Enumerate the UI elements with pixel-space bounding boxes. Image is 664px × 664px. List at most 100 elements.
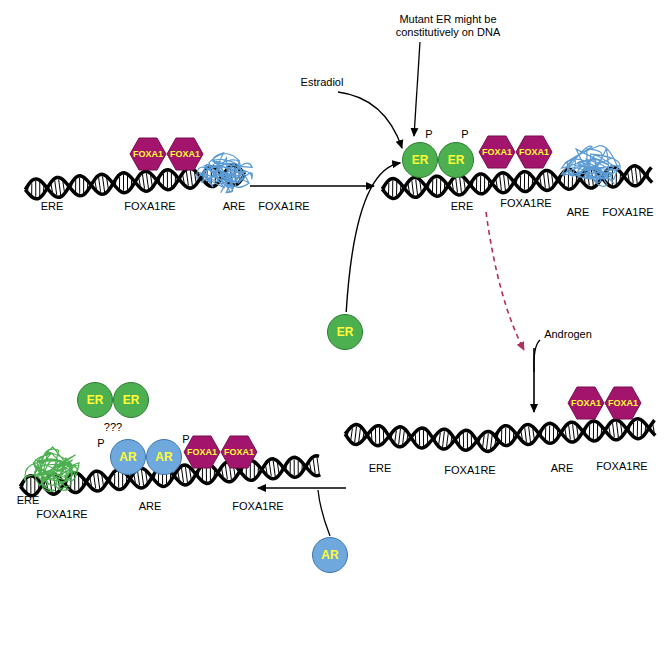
base-pair (544, 173, 546, 188)
base-pair (98, 473, 100, 489)
base-pair (59, 179, 61, 195)
base-pair (501, 430, 503, 442)
foxa1-hexagon: FOXA1 (478, 135, 516, 169)
base-pair (99, 177, 101, 192)
base-pair (491, 434, 493, 449)
node-text: ER (337, 325, 354, 339)
base-pair (463, 433, 465, 448)
base-pair (127, 175, 129, 190)
base-pair (529, 426, 531, 442)
base-pair (635, 168, 637, 184)
base-pair (548, 172, 550, 188)
leader-arrow (338, 92, 402, 148)
base-pair (416, 179, 418, 195)
chromatin-fiber (197, 153, 252, 193)
base-pair (593, 423, 595, 439)
foxa1-hexagon: FOXA1 (166, 137, 204, 171)
base-pair (359, 427, 361, 442)
ar-receptor: AR (110, 439, 146, 475)
base-pair (379, 428, 381, 444)
leader-arrow (318, 490, 330, 536)
dna-strand (345, 424, 500, 452)
base-pair (269, 462, 271, 477)
node-text: FOXA1 (519, 147, 549, 157)
base-pair (549, 425, 551, 441)
base-pair (119, 177, 121, 189)
base-pair (460, 177, 462, 193)
text-label: FOXA1RE (36, 508, 87, 521)
base-pair (114, 474, 116, 486)
base-pair (476, 178, 478, 190)
text-label: ERE (17, 494, 40, 507)
text-label: ARE (567, 206, 590, 219)
base-pair (617, 422, 619, 438)
base-pair (273, 461, 275, 477)
base-pair (122, 175, 124, 191)
dna-helix (20, 164, 656, 496)
base-pair (103, 176, 105, 192)
er-receptor: ER (402, 142, 438, 178)
text-label: Estradiol (301, 76, 344, 89)
base-pair (480, 176, 482, 192)
base-pair (573, 424, 575, 440)
node-text: ER (123, 393, 140, 407)
base-pair (185, 467, 187, 483)
base-pair (440, 179, 442, 194)
text-label: ERE (369, 462, 392, 475)
base-pair (142, 470, 144, 486)
base-pair (403, 430, 405, 445)
base-pair (439, 433, 441, 445)
base-pair (297, 460, 299, 475)
text-label: FOXA1RE (444, 464, 495, 477)
base-pair (545, 427, 547, 439)
base-pair (456, 178, 458, 193)
base-pair (553, 426, 555, 441)
chromatin-fiber (562, 146, 621, 187)
text-label: ERE (41, 200, 64, 213)
base-pair (146, 173, 148, 189)
text-label: FOXA1RE (596, 460, 647, 473)
base-pair (94, 474, 96, 489)
base-pair (355, 427, 357, 443)
dna-strand (495, 418, 656, 446)
base-pair (31, 183, 33, 195)
base-pair (313, 459, 315, 474)
base-pair (78, 475, 80, 490)
text-label: FOXA1RE (232, 500, 283, 513)
foxa1-hexagon: FOXA1 (220, 435, 258, 469)
base-pair (520, 176, 522, 188)
base-pair (75, 180, 77, 192)
text-label: Androgen (544, 328, 592, 341)
node-text: FOXA1 (170, 149, 200, 159)
base-pair (525, 427, 527, 442)
chromatin (24, 146, 620, 492)
text-label: P (461, 128, 468, 141)
base-pair (30, 478, 32, 494)
leader-arrow (414, 42, 420, 136)
base-pair (181, 468, 183, 483)
base-pair (633, 423, 635, 435)
text-label: ARE (551, 462, 574, 475)
base-pair (138, 471, 140, 486)
base-pair (163, 174, 165, 186)
base-pair (423, 430, 425, 446)
base-pair (399, 429, 401, 445)
text-label: FOXA1RE (124, 200, 175, 213)
foxa1-hexagon: FOXA1 (515, 135, 553, 169)
node-text: AR (321, 548, 338, 562)
base-pair (142, 174, 144, 189)
dna-segment (495, 418, 656, 446)
base-pair (486, 433, 488, 449)
base-pair (509, 428, 511, 443)
er-receptor: ER (77, 382, 113, 418)
base-pair (483, 435, 485, 447)
base-pair (589, 425, 591, 437)
base-pair (641, 421, 643, 436)
ar-receptor: AR (312, 537, 348, 573)
base-pair (253, 463, 255, 478)
process-arrow (258, 487, 346, 489)
base-pair (375, 428, 377, 443)
base-pair (447, 432, 449, 447)
text-label: ??? (104, 421, 122, 434)
